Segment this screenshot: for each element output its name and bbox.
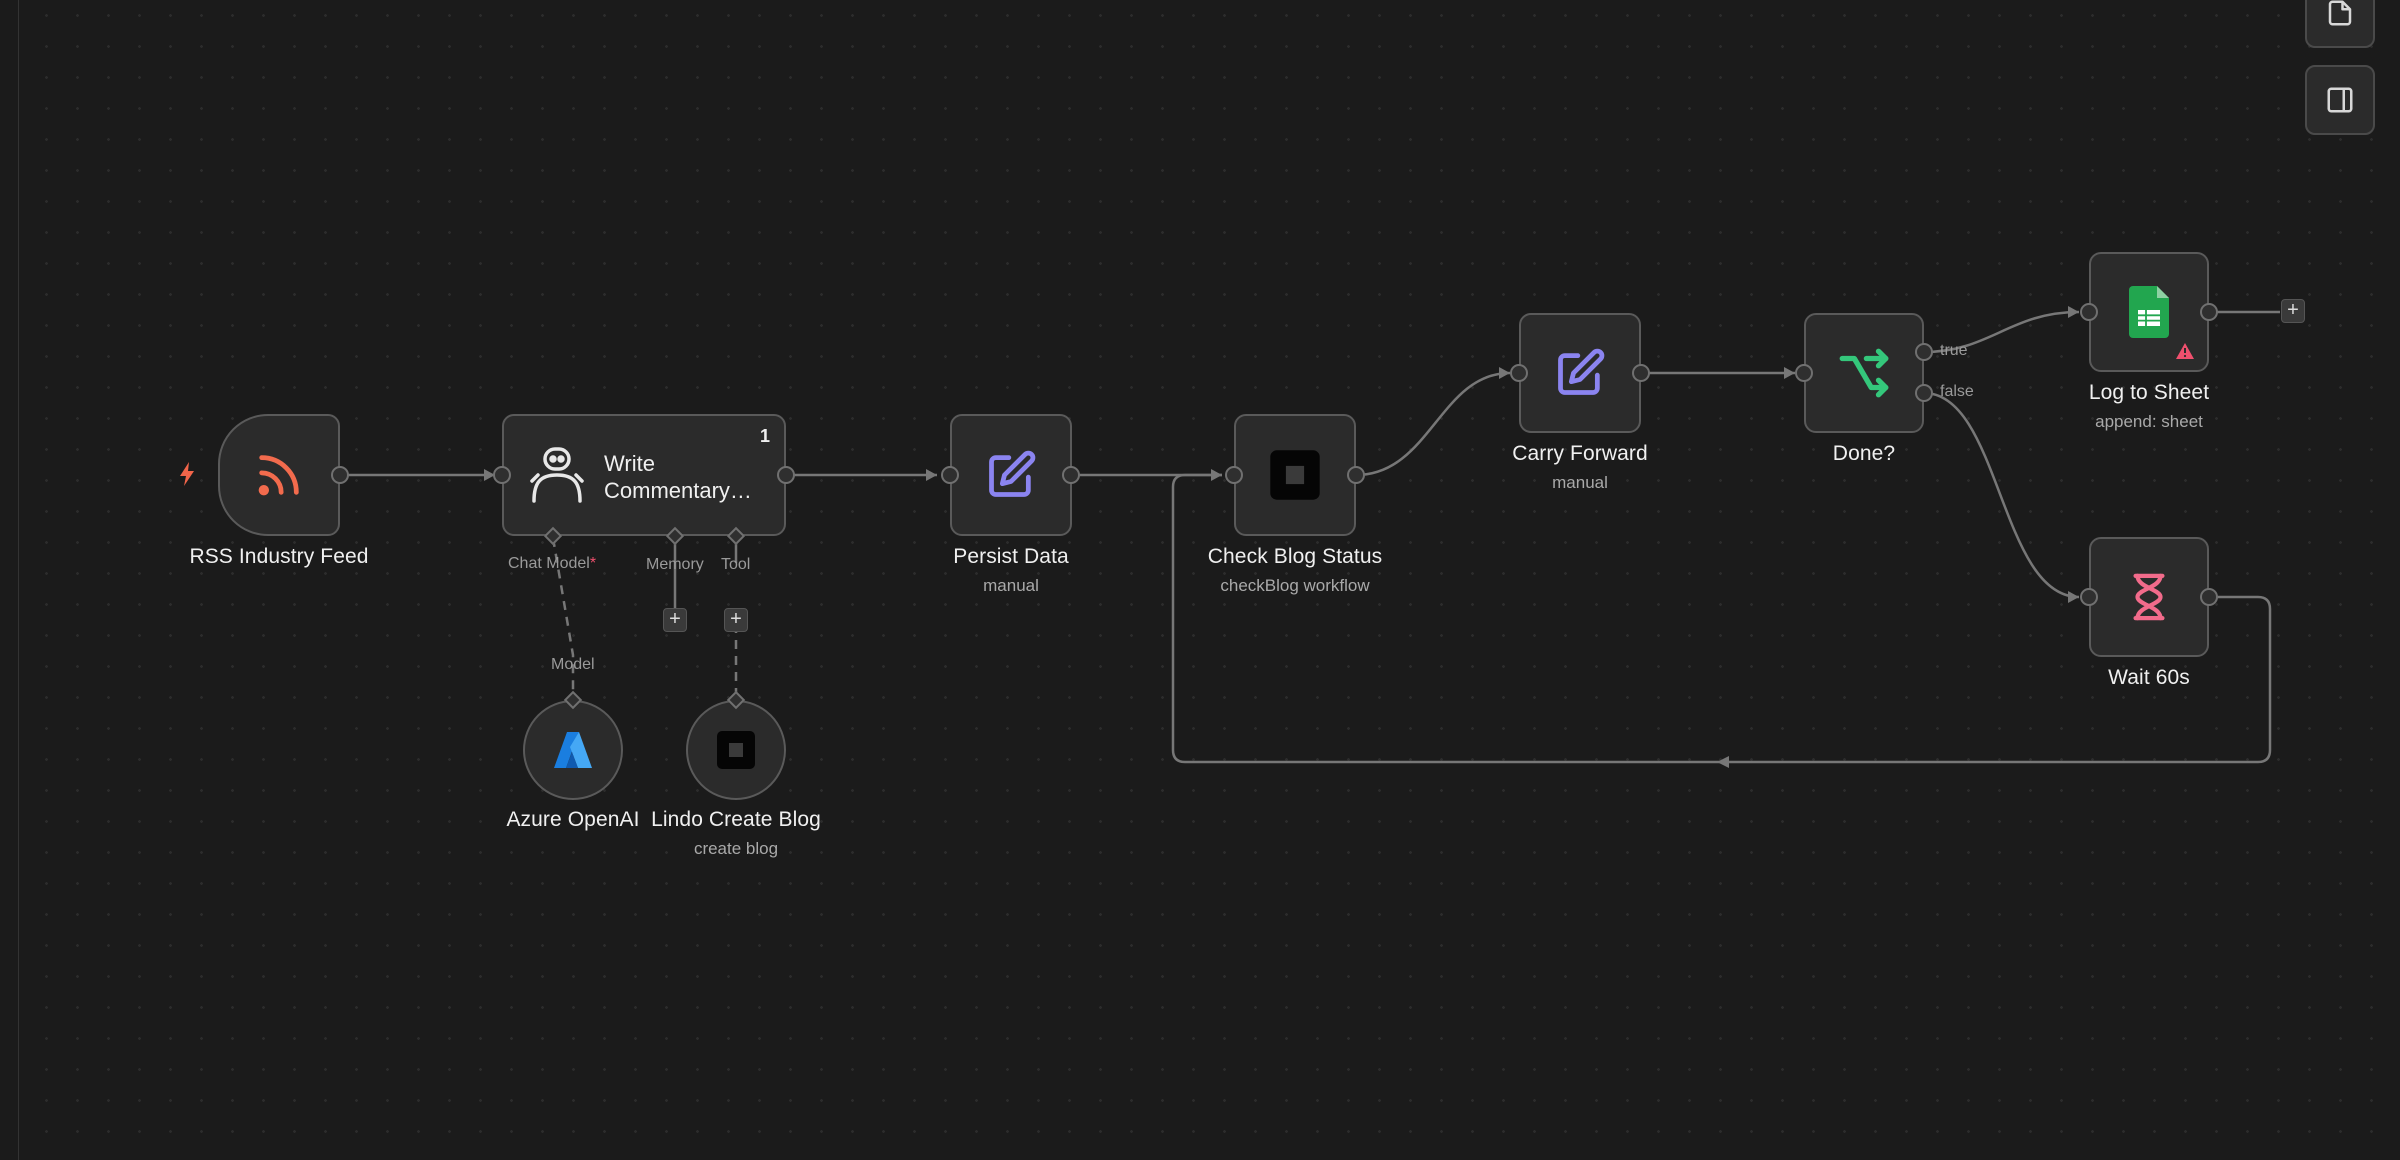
- conn-done-wait: [1923, 391, 2080, 599]
- output-handle-done-false[interactable]: [1915, 384, 1933, 402]
- input-handle-carry[interactable]: [1510, 364, 1528, 382]
- panel-toggle-button[interactable]: [2305, 65, 2375, 135]
- warning-triangle-icon: [2176, 343, 2194, 359]
- conn-label-model: Model: [551, 656, 595, 673]
- label-lindo: Lindo Create Blog: [651, 808, 821, 831]
- node-carry-forward[interactable]: [1519, 313, 1641, 433]
- output-handle-rss[interactable]: [331, 466, 349, 484]
- port-label-tool: Tool: [721, 556, 751, 573]
- trigger-bolt-icon: [180, 462, 194, 486]
- node-persist-data[interactable]: [950, 414, 1072, 536]
- conn-azure-model: [551, 537, 575, 697]
- output-handle-check-blog[interactable]: [1347, 466, 1365, 484]
- square-stop-icon: [1270, 450, 1320, 500]
- node-check-blog-status[interactable]: [1234, 414, 1356, 536]
- label-persist: Persist Data: [953, 545, 1069, 568]
- node-done-if[interactable]: [1804, 313, 1924, 433]
- arrow-log: [2068, 306, 2079, 318]
- add-tool-button[interactable]: +: [724, 608, 748, 632]
- input-handle-check-blog[interactable]: [1225, 466, 1243, 484]
- input-handle-persist[interactable]: [941, 466, 959, 484]
- label-carry: Carry Forward: [1512, 442, 1648, 465]
- pencil-edit-icon: [989, 450, 1036, 497]
- node-rss-industry-feed[interactable]: [218, 414, 340, 536]
- left-sidebar-edge: [0, 0, 19, 1160]
- add-memory-button[interactable]: +: [663, 608, 687, 632]
- output-handle-persist[interactable]: [1062, 466, 1080, 484]
- arrow-loop-back: [1717, 756, 1729, 768]
- robot-icon: [530, 447, 584, 503]
- add-node-after-log-button[interactable]: +: [2281, 299, 2305, 323]
- subtitle-log-sheet: append: sheet: [2095, 412, 2203, 431]
- output-handle-agent[interactable]: [777, 466, 795, 484]
- label-rss: RSS Industry Feed: [189, 545, 369, 568]
- input-handle-log-sheet[interactable]: [2080, 303, 2098, 321]
- branch-label-true: true: [1940, 342, 1968, 359]
- google-sheets-icon: [2129, 286, 2169, 338]
- port-label-memory: Memory: [646, 556, 704, 573]
- label-azure: Azure OpenAI: [506, 808, 640, 831]
- branch-split-icon: [1839, 348, 1889, 398]
- node-azure-openai[interactable]: [523, 700, 623, 800]
- sticky-note-icon: [2328, 0, 2352, 26]
- node-lindo-create-blog[interactable]: [686, 700, 786, 800]
- azure-logo-icon: [554, 732, 592, 768]
- input-handle-done[interactable]: [1795, 364, 1813, 382]
- input-handle-wait[interactable]: [2080, 588, 2098, 606]
- node-wait-60s[interactable]: [2089, 537, 2209, 657]
- output-handle-log-sheet[interactable]: [2200, 303, 2218, 321]
- input-handle-agent[interactable]: [493, 466, 511, 484]
- arrow-wait: [2068, 591, 2079, 603]
- conn-check-carry: [1355, 371, 1511, 477]
- subtitle-lindo: create blog: [693, 839, 779, 858]
- sticky-note-button[interactable]: [2305, 0, 2375, 48]
- label-wait: Wait 60s: [2108, 666, 2190, 689]
- hourglass-icon: [2133, 573, 2165, 621]
- node-log-to-sheet[interactable]: [2089, 252, 2209, 372]
- branch-label-false: false: [1940, 383, 1974, 400]
- node-ai-agent-write-commentary[interactable]: Write Commentary… 1: [502, 414, 786, 536]
- pencil-edit-icon: [1558, 348, 1605, 395]
- subtitle-check-blog: checkBlog workflow: [1220, 576, 1370, 595]
- panel-toggle-icon: [2327, 87, 2353, 113]
- square-stop-icon: [717, 731, 755, 769]
- arrow-agent: [484, 469, 495, 481]
- label-done: Done?: [1832, 442, 1896, 465]
- arrow-check: [1211, 469, 1222, 481]
- rss-icon: [258, 455, 299, 496]
- subtitle-carry: manual: [1552, 473, 1608, 492]
- agent-badge-count: 1: [759, 426, 770, 446]
- output-handle-done-true[interactable]: [1915, 343, 1933, 361]
- arrow-done: [1784, 367, 1795, 379]
- output-handle-wait[interactable]: [2200, 588, 2218, 606]
- label-log-sheet: Log to Sheet: [2088, 381, 2210, 404]
- port-label-chat-model: Chat Model*: [508, 555, 597, 572]
- label-check-blog: Check Blog Status: [1207, 545, 1383, 568]
- conn-done-log: [1923, 310, 2080, 354]
- arrow-persist: [926, 469, 937, 481]
- arrow-carry: [1499, 367, 1510, 379]
- agent-title: Write Commentary…: [604, 451, 752, 503]
- subtitle-persist: manual: [983, 576, 1039, 595]
- output-handle-carry[interactable]: [1632, 364, 1650, 382]
